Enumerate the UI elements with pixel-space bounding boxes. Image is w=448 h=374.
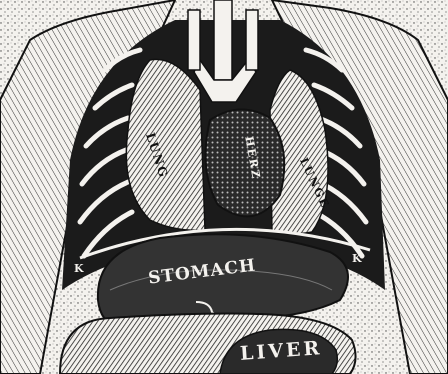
k-left-label: K [74,262,85,275]
left-lung [126,59,205,230]
k-right-label: K [352,252,363,265]
heart [206,109,285,216]
